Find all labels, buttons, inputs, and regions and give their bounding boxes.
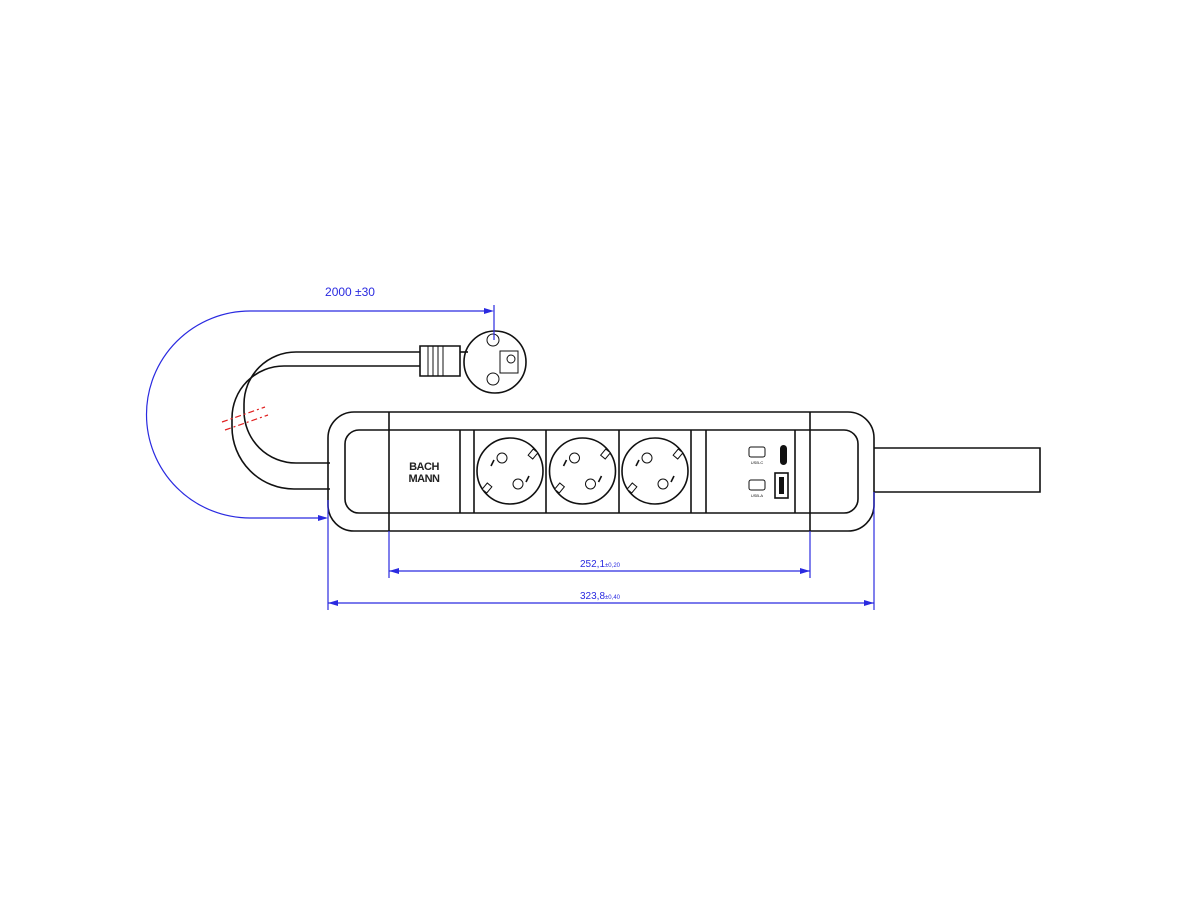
svg-text:252,1±0,20: 252,1±0,20 — [580, 559, 621, 570]
total-length-tolerance: ±0,40 — [605, 595, 621, 601]
cable-length-dimension: 2000 ±30 — [145, 285, 495, 521]
schuko-socket — [476, 437, 544, 505]
schuko-plug — [419, 330, 527, 394]
svg-text:BACH: BACH — [409, 461, 439, 473]
usb-a-charge-icon: USB-A — [748, 479, 766, 498]
schuko-socket — [548, 437, 617, 505]
total-length-value: 323,8 — [580, 591, 605, 602]
cable-length-label: 2000 ±30 — [325, 285, 375, 299]
svg-text:323,8±0,40: 323,8±0,40 — [580, 591, 621, 602]
power-strip-body — [327, 411, 1041, 532]
total-length-dimension: 323,8±0,40 — [327, 492, 875, 610]
svg-text:USB-C: USB-C — [751, 460, 764, 465]
usb-c-port — [780, 445, 787, 465]
inner-length-value: 252,1 — [580, 559, 605, 570]
inner-length-tolerance: ±0,20 — [605, 563, 621, 569]
svg-text:MANN: MANN — [409, 473, 441, 485]
usb-c-charge-icon: USB-C — [748, 446, 766, 465]
cable-break-mark — [221, 406, 269, 431]
power-cable — [231, 351, 420, 490]
usb-module: USB-C USB-A — [748, 445, 789, 499]
inner-length-dimension: 252,1±0,20 — [388, 531, 811, 578]
svg-text:USB-A: USB-A — [751, 493, 764, 498]
usb-a-port — [774, 472, 789, 499]
schuko-socket — [621, 437, 689, 505]
bachmann-logo: BACH MANN — [409, 461, 441, 485]
